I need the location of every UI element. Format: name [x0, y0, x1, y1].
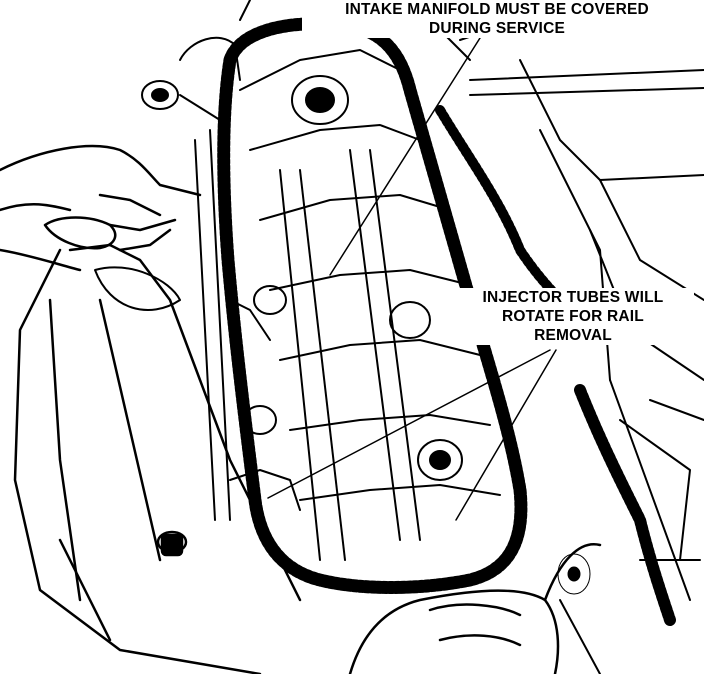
injector-callout-line3: REMOVAL [534, 327, 612, 344]
callout-leaders [267, 37, 557, 521]
intake-callout-line2: DURING SERVICE [428, 20, 565, 37]
left-hand [0, 144, 202, 272]
intake-manifold [141, 0, 501, 561]
intake-manifold-callout: INTAKE MANIFOLD MUST BE COVERED DURING S… [302, 0, 692, 38]
injector-tubes-callout: INJECTOR TUBES WILL ROTATE FOR RAIL REMO… [452, 288, 694, 345]
protective-cover-loop [217, 17, 528, 594]
intake-callout-line1: INTAKE MANIFOLD MUST BE COVERED [345, 1, 649, 18]
fuel-line-hose [435, 105, 676, 626]
injector-callout-line2: ROTATE FOR RAIL [502, 308, 644, 325]
right-hand [348, 543, 602, 674]
valve-cover [13, 228, 302, 674]
injector-callout-line1: INJECTOR TUBES WILL [482, 289, 664, 306]
